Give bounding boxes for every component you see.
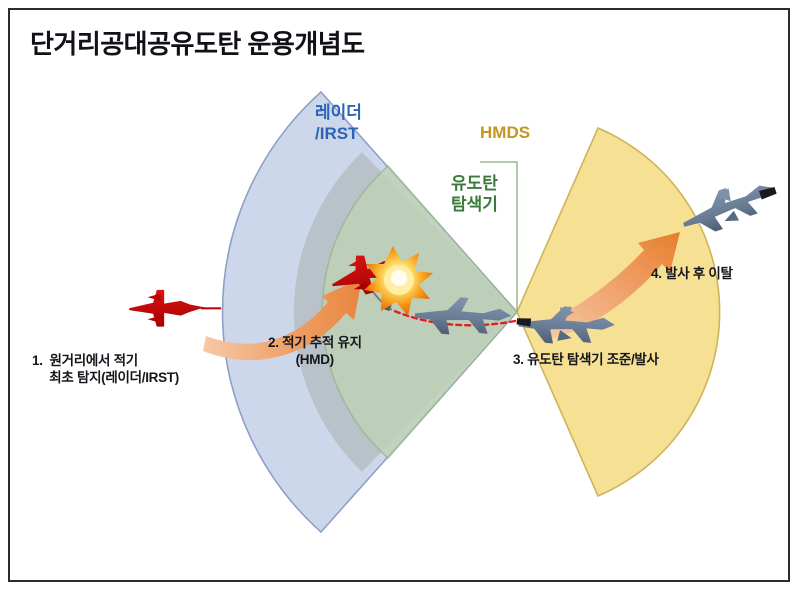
concept-diagram (129, 90, 777, 534)
step-1-label: 1. 원거리에서 적기 최초 탐지(레이더/IRST) (32, 353, 179, 385)
diagram-frame: 단거리공대공유도탄 운용개념도 (8, 8, 790, 582)
page-title: 단거리공대공유도탄 운용개념도 (30, 29, 365, 59)
egress-arrow (538, 232, 680, 341)
sensor-coverage-sectors (221, 90, 721, 534)
hmds-label: HMDS (480, 123, 531, 142)
step-2-label: 2. 적기 추적 유지 (HMD) (268, 335, 362, 367)
enemy-aircraft-far (129, 289, 222, 327)
hmds-sector (516, 126, 721, 498)
step-4-label: 4. 발사 후 이탈 (651, 266, 733, 281)
step-3-label: 3. 유도탄 탐색기 조준/발사 (513, 352, 659, 367)
friendly-aircraft-launch (414, 297, 615, 344)
radar-irst-label: 레이더 /IRST (315, 103, 362, 144)
explosion-icon (364, 246, 433, 316)
detection-arrow (203, 278, 362, 361)
friendly-aircraft-egress (683, 185, 777, 232)
seeker-boundary-edge (480, 161, 518, 312)
missile-seeker-label: 유도탄 탐색기 (451, 174, 498, 215)
